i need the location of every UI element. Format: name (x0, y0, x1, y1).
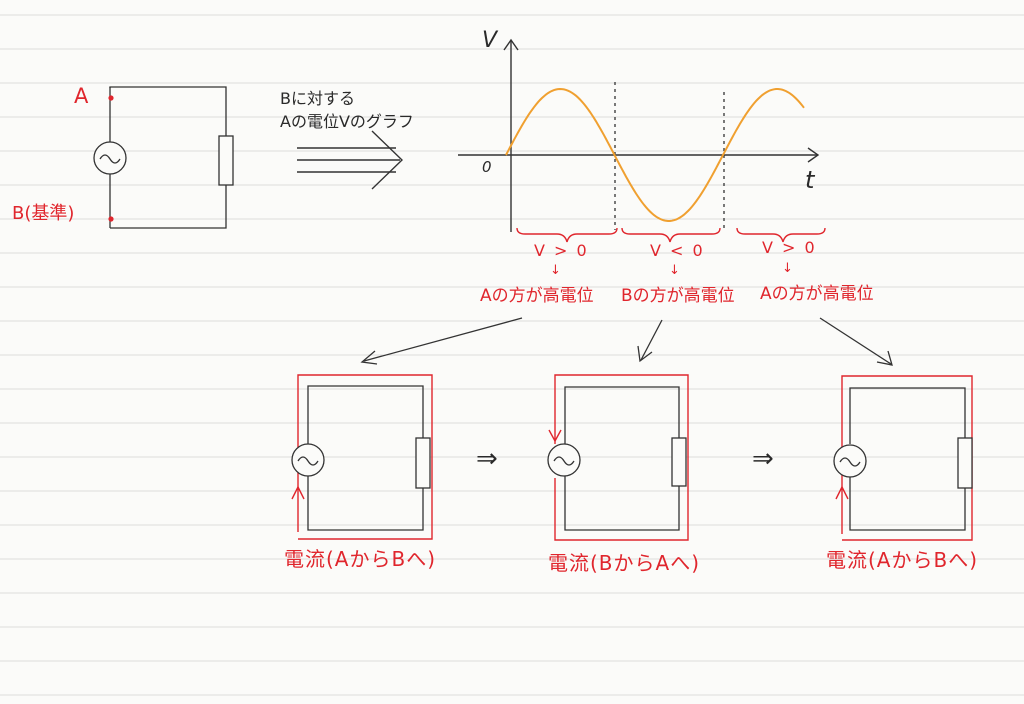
region-2-condition: V < 0 (650, 241, 705, 260)
resistor (218, 135, 234, 186)
implies-arrow (297, 130, 404, 190)
t-axis-label: t (805, 166, 815, 194)
region-2-result: Bの方が高電位 (621, 286, 735, 306)
brace-3 (736, 227, 826, 243)
brace-2 (621, 227, 721, 243)
circuit-3 (833, 375, 973, 541)
circuit-1-current-label: 電流(AからBへ) (284, 547, 437, 571)
region-3-condition: V > 0 (762, 238, 817, 257)
sine-curve (505, 87, 805, 222)
region-3-arrow: ↓ (782, 261, 793, 276)
graph-axes (458, 38, 820, 232)
terminal-b-label: B(基準) (12, 203, 75, 224)
brace-1 (516, 227, 618, 243)
period-markers (614, 82, 725, 230)
ruled-lines (0, 14, 1024, 696)
region-1-arrow: ↓ (550, 263, 561, 278)
region-1-condition: V > 0 (534, 241, 589, 260)
terminal-a-dot (108, 95, 114, 101)
top-circuit (93, 86, 234, 229)
region-braces (516, 227, 826, 243)
pointer-arrows (360, 317, 893, 366)
caption-line-1: Bに対する (280, 89, 355, 108)
region-2-arrow: ↓ (669, 263, 680, 278)
origin-label: 0 (482, 158, 492, 176)
circuit-3-current-label: 電流(AからBへ) (826, 548, 979, 572)
transition-symbol-2: ⇒ (752, 444, 774, 474)
region-1-result: Aの方が高電位 (480, 286, 594, 306)
terminal-b-dot (108, 216, 114, 222)
transition-symbol-1: ⇒ (476, 444, 498, 474)
circuit-1 (291, 374, 433, 540)
v-axis-label: V (482, 28, 498, 53)
circuit-2 (547, 374, 689, 541)
region-3-result: Aの方が高電位 (760, 284, 874, 304)
terminal-a-label: A (74, 84, 89, 108)
caption-line-2: Aの電位Vのグラフ (280, 112, 414, 131)
circuit-2-current-label: 電流(BからAへ) (548, 551, 701, 575)
